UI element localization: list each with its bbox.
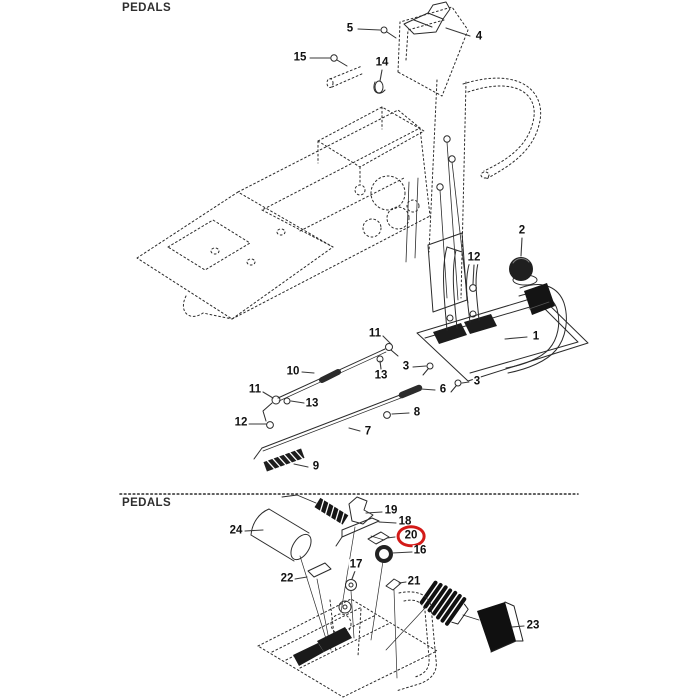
leader-line-21	[398, 581, 407, 584]
part-callout-4[interactable]: 4	[474, 30, 484, 43]
leader-line-18	[378, 521, 397, 524]
leader-line-3	[412, 365, 427, 368]
linkage-rods-art	[253, 343, 423, 472]
leader-line-4	[445, 27, 471, 37]
leader-line-23	[511, 625, 525, 628]
leader-line-13	[290, 400, 305, 404]
leader-line-2	[520, 237, 523, 257]
fasteners-top-art	[330, 26, 397, 94]
leader-line-17	[351, 570, 356, 580]
part-callout-1[interactable]: 1	[531, 330, 541, 343]
leader-line-19	[365, 511, 383, 514]
part-callout-20-highlighted[interactable]: 20	[396, 525, 426, 547]
leader-line-10	[301, 371, 315, 374]
part-callout-16[interactable]: 16	[412, 544, 428, 557]
leader-line-11	[262, 391, 274, 399]
part-callout-23[interactable]: 23	[525, 619, 541, 632]
part-callout-13[interactable]: 13	[304, 397, 320, 410]
part-callout-21[interactable]: 21	[406, 575, 422, 588]
bottom-panel-title: PEDALS	[122, 497, 172, 509]
line-art	[119, 1, 589, 698]
leader-line-1	[504, 336, 528, 340]
part-callout-24[interactable]: 24	[228, 524, 244, 537]
leader-line-12	[472, 264, 475, 285]
bottom-pedal-base-art	[257, 591, 438, 698]
part-callout-13[interactable]: 13	[373, 369, 389, 382]
leader-line-14	[379, 69, 383, 82]
part-callout-8[interactable]: 8	[412, 406, 422, 419]
part-callout-12[interactable]: 12	[233, 416, 249, 429]
leader-lines	[244, 27, 528, 628]
leader-line-5	[357, 28, 381, 31]
leader-line-22	[294, 576, 308, 580]
part-callout-3[interactable]: 3	[401, 360, 411, 373]
pedal-assembly-art	[416, 232, 589, 393]
part-4-latch-art	[403, 1, 451, 35]
part-callout-12[interactable]: 12	[466, 251, 482, 264]
part-callout-6[interactable]: 6	[438, 383, 448, 396]
top-panel-title: PEDALS	[122, 2, 172, 14]
part-callout-17[interactable]: 17	[348, 558, 364, 571]
bottom-parts-art	[250, 494, 524, 679]
part-callout-11[interactable]: 11	[247, 383, 263, 396]
frame-bolts-art	[405, 135, 469, 304]
leader-line-20	[386, 536, 396, 539]
leader-line-6	[420, 388, 436, 391]
part-callout-2[interactable]: 2	[517, 224, 527, 237]
part-callout-11[interactable]: 11	[367, 327, 383, 340]
chassis-frame-art	[136, 6, 541, 320]
part-callout-9[interactable]: 9	[311, 460, 321, 473]
part-callout-18[interactable]: 18	[397, 515, 413, 528]
leader-line-7	[348, 427, 361, 432]
leader-line-3	[461, 381, 470, 384]
part-callout-14[interactable]: 14	[374, 56, 390, 69]
leader-line-11	[382, 335, 392, 345]
part-callout-19[interactable]: 19	[383, 504, 399, 517]
part-callout-22[interactable]: 22	[279, 572, 295, 585]
part-callout-5[interactable]: 5	[345, 22, 355, 35]
leader-line-16	[391, 551, 413, 554]
part-callout-15[interactable]: 15	[292, 51, 308, 64]
leader-line-9	[293, 463, 309, 468]
leader-line-8	[391, 412, 410, 415]
part-callout-7[interactable]: 7	[363, 425, 373, 438]
leader-line-13	[379, 360, 382, 370]
leader-line-24	[244, 529, 264, 532]
part-callout-3[interactable]: 3	[472, 375, 482, 388]
part-callout-10[interactable]: 10	[285, 365, 301, 378]
